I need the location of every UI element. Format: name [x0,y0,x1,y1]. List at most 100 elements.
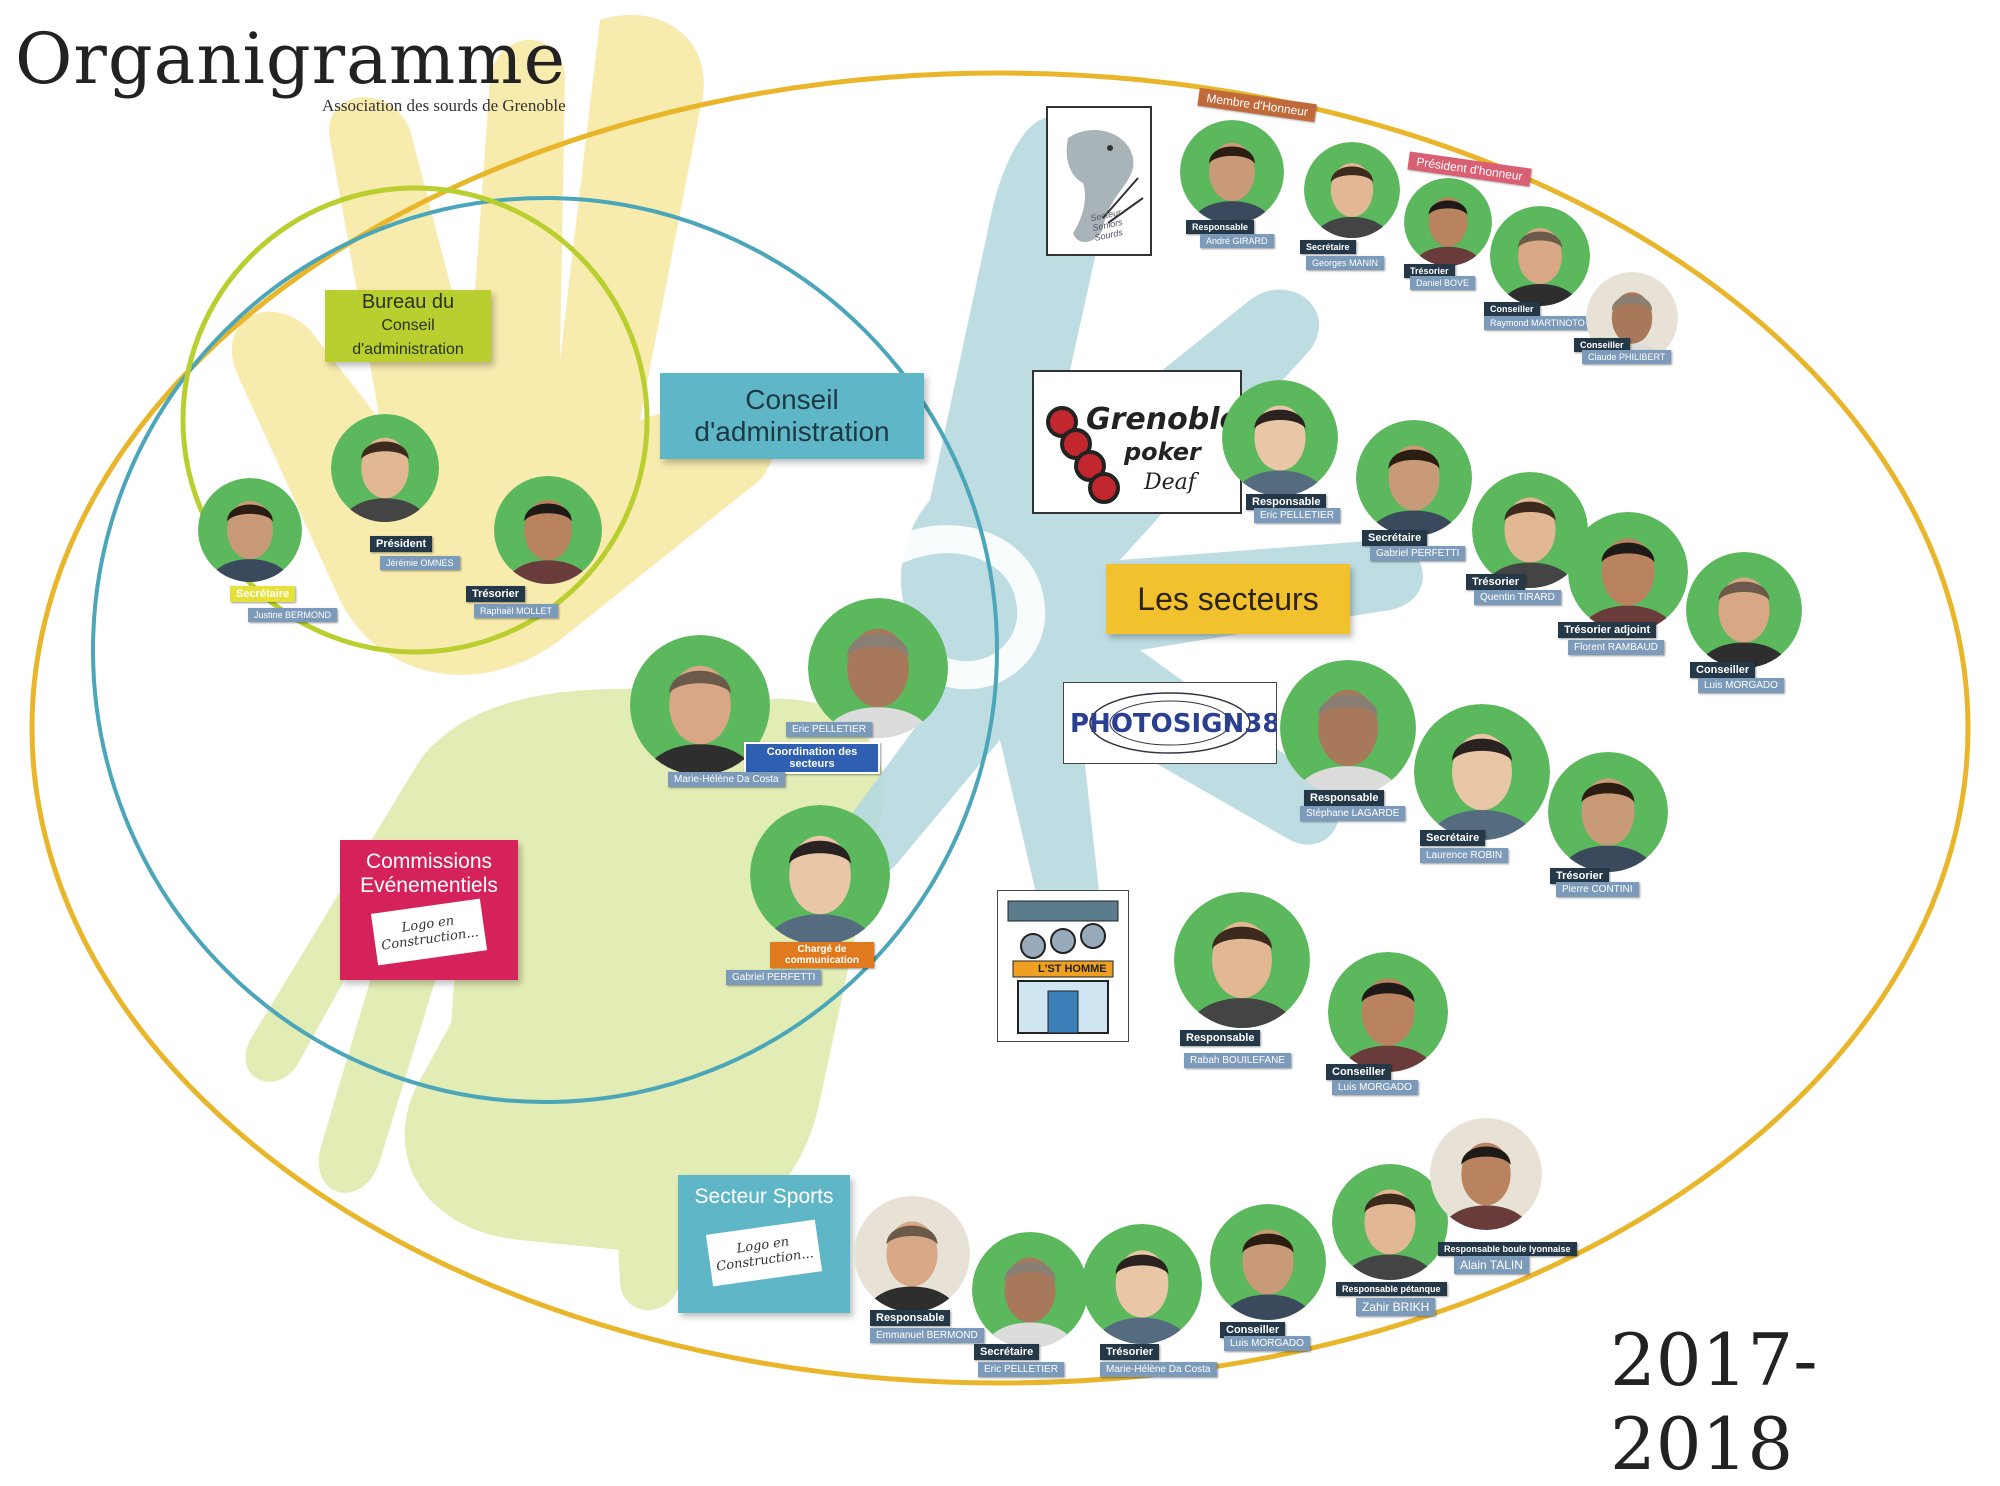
role-label: Responsable pétanque [1336,1282,1447,1296]
member-name: Emmanuel BERMOND [870,1328,984,1343]
member-name: Eric PELLETIER [978,1362,1064,1377]
avatar-poker-4 [1686,552,1802,668]
sports-logo-wip-card: Logo en Construction... [705,1219,823,1287]
role-label: Trésorier [466,586,526,602]
avatar-bureau-0 [198,478,302,582]
avatar-sports-4 [1332,1164,1448,1280]
avatar-ca-0 [630,635,770,775]
person-photo-icon [1304,142,1400,238]
person-photo-icon [1082,1224,1202,1344]
avatar-sports-1 [972,1232,1088,1348]
member-name: Luis MORGADO [1332,1080,1418,1095]
avatar-photo-0 [1280,660,1416,796]
person-photo-icon [1490,206,1590,306]
page-subtitle: Association des sourds de Grenoble [322,96,566,115]
poker-chips-icon [1046,406,1120,504]
person-photo-icon [1332,1164,1448,1280]
commissions-line2: Evénementiels [360,874,498,897]
avatar-sports-5 [1430,1118,1542,1230]
role-label: Trésorier [1100,1344,1160,1360]
person-photo-icon [1174,892,1310,1028]
member-name: Daniel BOVE [1410,276,1476,290]
person-photo-icon [972,1232,1088,1348]
role-label: Conseiller [1574,338,1630,352]
cafe-logo: L'ST HOMME [997,890,1129,1042]
role-label: Trésorier [1550,868,1610,884]
person-photo-icon [1430,1118,1542,1230]
person-photo-icon [331,414,439,522]
member-name: André GIRARD [1200,234,1274,248]
person-photo-icon [1548,752,1668,872]
avatar-photo-2 [1548,752,1668,872]
person-photo-icon [854,1196,970,1312]
avatar-seniors-3 [1490,206,1590,306]
person-photo-icon [1328,952,1448,1072]
avatar-ca-2 [750,805,890,945]
person-photo-icon [1568,512,1688,632]
avatar-cafe-1 [1328,952,1448,1072]
member-name: Raymond MARTINOTO [1484,316,1591,330]
role-label: Responsable [1246,494,1327,510]
role-label: Secrétaire [974,1344,1040,1360]
sports-label: Secteur Sports [694,1185,834,1208]
avatar-bureau-1 [331,414,439,522]
avatar-photo-1 [1414,704,1550,840]
role-label: Responsable boule lyonnaise [1438,1242,1577,1256]
secteurs-label-text: Les secteurs [1137,580,1319,617]
person-photo-icon [1404,178,1492,266]
member-name: Raphaël MOLLET [474,604,559,618]
person-photo-icon [1222,380,1338,496]
avatar-ca-1 [808,598,948,738]
logo-wip-card: Logo en Construction... [370,898,488,966]
person-photo-icon [1280,660,1416,796]
role-label: Trésorier adjoint [1558,622,1657,638]
role-label: Coordination des secteurs [744,742,880,774]
building-icon [1007,900,1119,1034]
bureau-label: Bureau du Conseil d'administration [325,290,491,362]
avatar-poker-1 [1356,420,1472,536]
role-label: Responsable [1186,220,1255,234]
cafe-logo-text: L'ST HOMME [1038,963,1107,975]
member-name: Rabah BOUILEFANE [1184,1053,1292,1068]
avatar-poker-3 [1568,512,1688,632]
role-label: Conseiller [1326,1064,1392,1080]
member-name: Gabriel PERFETTI [1370,546,1466,561]
role-label: Responsable [870,1310,951,1326]
bureau-label-line2: Conseil d'administration [352,317,464,358]
role-label: Secrétaire [1300,240,1356,254]
member-name: Laurence ROBIN [1420,848,1509,863]
role-label: Secrétaire [1362,530,1428,546]
member-name: Marie-Hélène Da Costa [668,772,785,787]
role-label: Conseiller [1220,1322,1286,1338]
avatar-seniors-1 [1304,142,1400,238]
member-name: Luis MORGADO [1698,678,1784,693]
role-label: Trésorier [1404,264,1455,278]
member-name: Stéphane LAGARDE [1300,806,1406,821]
avatar-poker-0 [1222,380,1338,496]
role-label: Chargé de communication [770,942,874,968]
poker-logo-line1: Grenoble [1086,402,1240,437]
person-photo-icon [808,598,948,738]
member-name: Claude PHILIBERT [1582,350,1672,364]
year-label: 2017-2018 [1610,1318,1818,1486]
page-title: Organigramme [15,18,567,100]
member-name: Florent RAMBAUD [1568,640,1664,655]
person-photo-icon [1356,420,1472,536]
commissions-box: Commissions Evénementiels Logo en Constr… [340,840,518,980]
person-photo-icon [1180,120,1284,224]
person-photo-icon [750,805,890,945]
member-name: Quentin TIRARD [1474,590,1561,605]
camera-hands-icon [1089,692,1251,754]
role-label: Responsable [1304,790,1385,806]
person-photo-icon [1472,472,1588,588]
person-photo-icon [1686,552,1802,668]
member-name: Eric PELLETIER [786,722,872,737]
seniors-logo: Secteur Seniors Sourds [1046,106,1152,256]
role-label: Trésorier [1466,574,1526,590]
avatar-sports-3 [1210,1204,1326,1320]
member-name: Zahir BRIKH [1356,1298,1436,1316]
person-photo-icon [1414,704,1550,840]
person-photo-icon [198,478,302,582]
avatar-poker-2 [1472,472,1588,588]
member-name: Alain TALIN [1454,1256,1529,1274]
